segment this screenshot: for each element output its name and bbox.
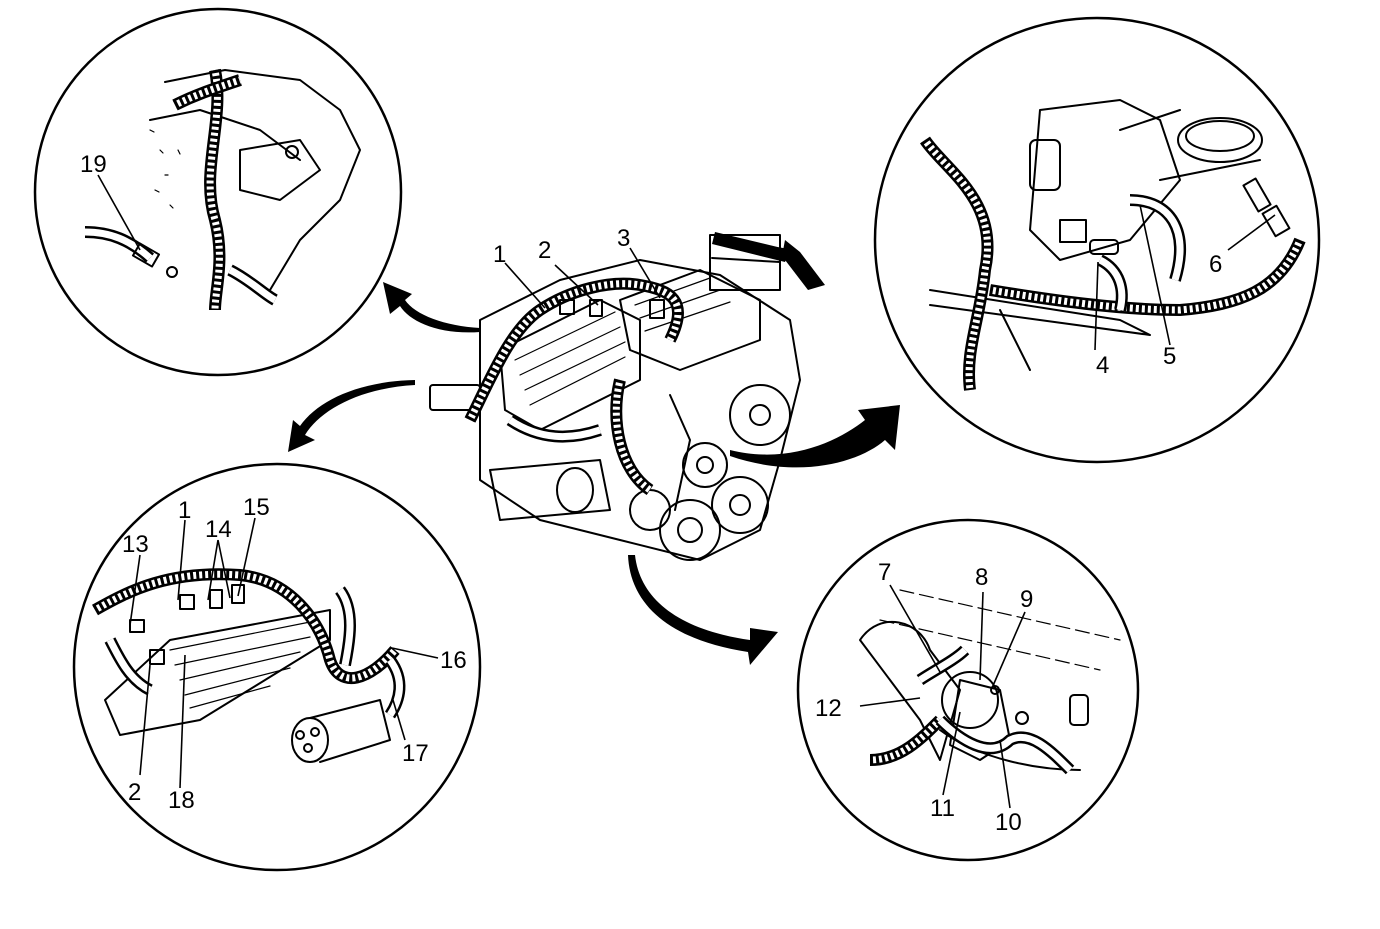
callout-1-engine: 1 (493, 241, 506, 268)
callout-10: 10 (995, 809, 1022, 836)
callout-1-detail: 1 (178, 497, 191, 524)
detail-view-top-left (33, 7, 403, 377)
callout-6: 6 (1209, 251, 1222, 278)
callout-5: 5 (1163, 343, 1176, 370)
arrow-to-top-right (730, 405, 900, 468)
callout-17: 17 (402, 740, 429, 767)
callout-12: 12 (815, 695, 842, 722)
callout-8: 8 (975, 564, 988, 591)
arrow-flow-indicator (712, 232, 790, 262)
callout-18: 18 (168, 787, 195, 814)
callout-3: 3 (617, 225, 630, 252)
engine-assembly (429, 234, 801, 561)
detail-view-top-right (873, 16, 1321, 464)
callout-16: 16 (440, 647, 467, 674)
callout-19: 19 (80, 151, 107, 178)
callout-14: 14 (205, 516, 232, 543)
callout-15: 15 (243, 494, 270, 521)
callout-4: 4 (1096, 352, 1109, 379)
callout-11: 11 (930, 795, 955, 822)
callout-labels: 19 1 2 3 4 5 6 13 1 14 15 16 17 2 18 7 8… (80, 151, 1222, 836)
arrow-to-top-left (383, 282, 480, 333)
arrow-to-bottom-left (288, 380, 415, 452)
arrow-to-bottom-right (628, 555, 778, 665)
leader-lines (97, 174, 1276, 809)
callout-2-detail: 2 (128, 779, 141, 806)
callout-7: 7 (878, 559, 891, 586)
callout-9: 9 (1020, 586, 1033, 613)
callout-13: 13 (122, 531, 149, 558)
arrow-flow-indicator-tip (782, 240, 825, 290)
detail-view-bottom-left (72, 462, 482, 872)
view-arrows (288, 232, 900, 665)
detail-view-bottom-right (796, 518, 1140, 862)
callout-2-engine: 2 (538, 237, 551, 264)
